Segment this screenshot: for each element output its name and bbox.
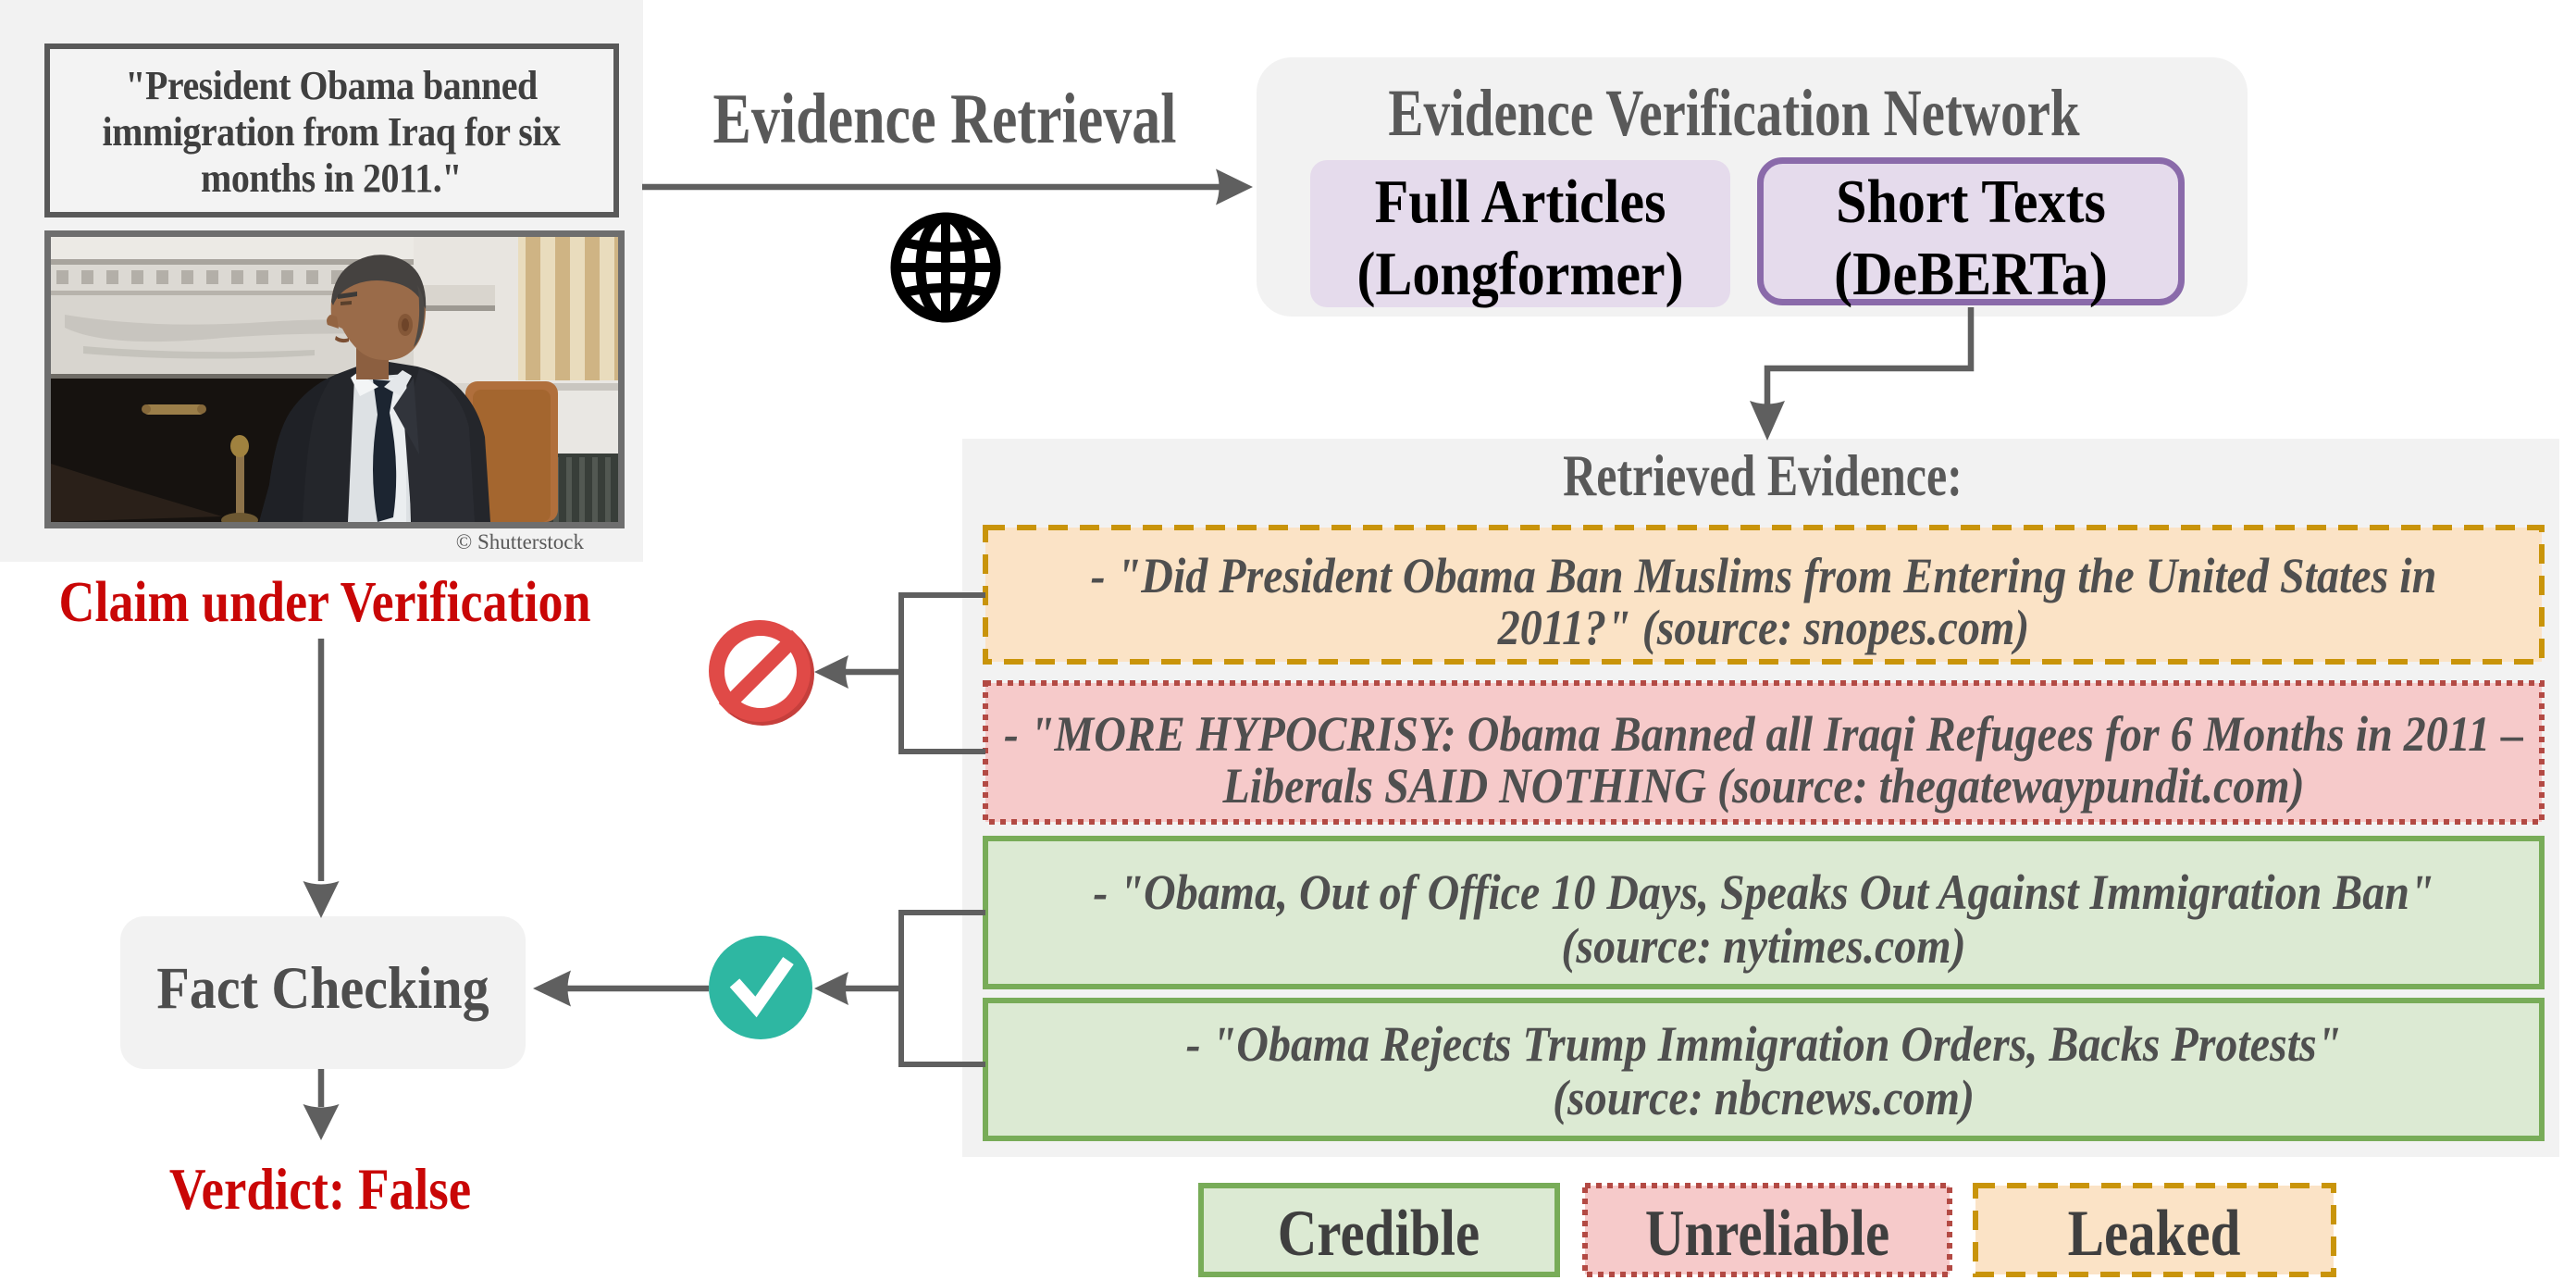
svg-text:© Shutterstock: © Shutterstock [456,530,585,553]
svg-text:(source: nbcnews.com): (source: nbcnews.com) [1553,1072,1975,1126]
svg-text:2011?" (source: snopes.com): 2011?" (source: snopes.com) [1497,602,2029,656]
svg-text:Retrieved Evidence:: Retrieved Evidence: [1563,443,1963,508]
svg-text:Fact Checking: Fact Checking [156,955,489,1022]
svg-text:- "Did President Obama Ban Mus: - "Did President Obama Ban Muslims from … [1091,550,2437,604]
svg-text:Evidence Verification Network: Evidence Verification Network [1388,77,2079,151]
svg-text:(source: nytimes.com): (source: nytimes.com) [1561,920,1965,975]
svg-text:Credible: Credible [1278,1198,1480,1270]
svg-text:Full Articles: Full Articles [1375,167,1666,236]
svg-text:immigration from Iraq for six: immigration from Iraq for six [103,110,561,155]
svg-text:"President Obama banned: "President Obama banned [125,64,538,108]
svg-text:(Longformer): (Longformer) [1356,239,1683,308]
svg-text:Evidence Retrieval: Evidence Retrieval [713,81,1177,159]
svg-text:- "MORE HYPOCRISY: Obama Banne: - "MORE HYPOCRISY: Obama Banned all Iraq… [1004,708,2524,763]
svg-text:- "Obama, Out of Office 10 Day: - "Obama, Out of Office 10 Days, Speaks … [1093,866,2434,921]
svg-text:Short Texts: Short Texts [1836,167,2106,236]
svg-text:Unreliable: Unreliable [1645,1198,1889,1270]
svg-text:(DeBERTa): (DeBERTa) [1834,239,2108,308]
svg-text:Claim under Verification: Claim under Verification [59,570,591,634]
svg-text:- "Obama Rejects Trump Immigra: - "Obama Rejects Trump Immigration Order… [1186,1018,2342,1073]
svg-text:Leaked: Leaked [2068,1198,2241,1270]
svg-text:Liberals SAID NOTHING (source:: Liberals SAID NOTHING (source: thegatewa… [1221,760,2304,814]
svg-text:Verdict: False: Verdict: False [169,1156,471,1221]
svg-text:months in 2011.": months in 2011." [201,156,462,201]
